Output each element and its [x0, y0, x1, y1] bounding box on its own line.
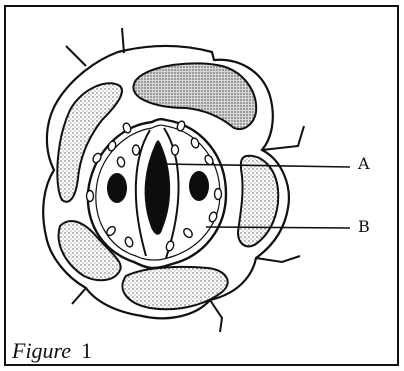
cell-wall-bottom: [210, 300, 222, 332]
figure-caption: Figure 1: [12, 340, 92, 362]
caption-word: Figure: [12, 338, 71, 363]
caption-number: 1: [81, 338, 92, 363]
label-b: B: [358, 219, 370, 235]
cell-wall-top-left: [66, 46, 86, 66]
cell-wall-bottom-left: [72, 288, 86, 304]
cell-wall-bottom-right: [256, 256, 300, 262]
right-nucleus: [189, 171, 209, 201]
leader-line-b: [206, 227, 350, 228]
cell-wall-top: [122, 28, 124, 53]
label-a: A: [358, 156, 370, 172]
left-nucleus: [107, 173, 127, 203]
